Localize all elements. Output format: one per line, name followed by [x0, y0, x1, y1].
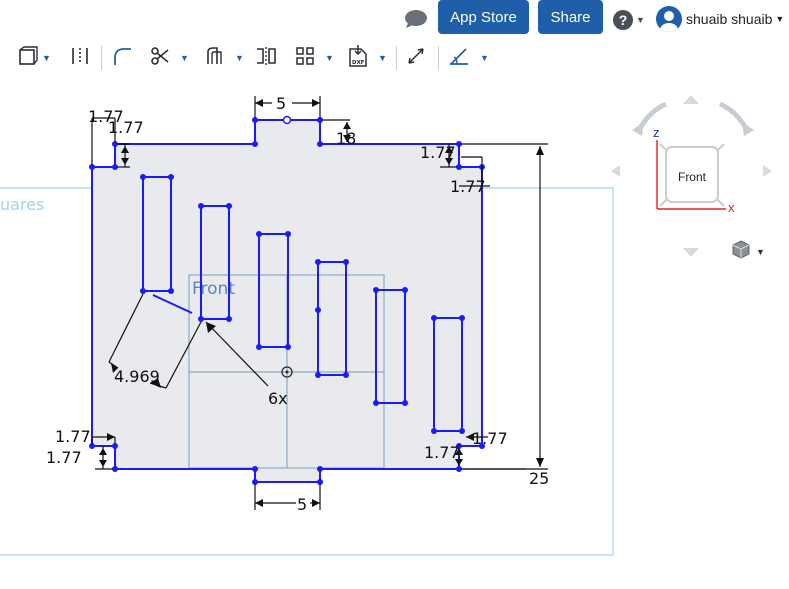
- pattern-tool[interactable]: ▼: [295, 46, 334, 70]
- mirror-tool[interactable]: [255, 46, 277, 70]
- sketch-outline: [91, 119, 483, 483]
- fillet-tool[interactable]: [112, 46, 132, 70]
- chevron-down-icon: ▼: [325, 53, 334, 63]
- chevron-down-icon: ▼: [756, 246, 765, 257]
- dim-right-top-a: 1.77: [420, 143, 456, 162]
- dim-right-top-b: 1.77: [450, 177, 486, 196]
- sketch-profile-fill: [92, 120, 482, 482]
- constraint-icon: [448, 46, 470, 71]
- sketch-plane-icon: [18, 45, 38, 71]
- chevron-down-icon: ▼: [235, 53, 244, 63]
- dim-left-bottom-b: 1.77: [46, 448, 82, 467]
- dxf-import-icon: DXF: [348, 44, 368, 72]
- origin-dot: [285, 370, 289, 374]
- construction-icon: [70, 46, 90, 71]
- svg-text:DXF: DXF: [352, 60, 365, 66]
- vertex-points: [89, 117, 485, 485]
- dim-slot-spacing: 4.969: [114, 367, 160, 386]
- dimension-lines: [91, 96, 548, 510]
- dim-left-top-b: 1.77: [108, 118, 144, 137]
- dim-left-bottom-a: 1.77: [55, 427, 91, 446]
- chevron-down-icon: ▼: [42, 53, 51, 63]
- cube-face-label: Front: [677, 170, 706, 184]
- toolbar-divider: [438, 46, 439, 70]
- slot-1: [142, 176, 172, 292]
- chevron-down-icon: ▼: [180, 53, 189, 63]
- dimension-labels: 5 5 18 1.77 1.77 1.77 1.77 1.77 1.77 1.7…: [46, 94, 549, 514]
- slot-2: [200, 205, 230, 320]
- toolbar-divider: [396, 46, 397, 70]
- dxf-import-tool[interactable]: DXF ▼: [348, 44, 387, 72]
- z-axis-label: z: [653, 125, 660, 140]
- dim-left-top-a: 1.77: [88, 107, 124, 126]
- display-mode-menu[interactable]: ▼: [731, 239, 765, 264]
- squares-plane: [0, 187, 614, 556]
- dim-right-bottom-a: 1.77: [472, 429, 508, 448]
- trim-icon: [150, 46, 170, 71]
- squares-plane-label: uares: [0, 195, 44, 214]
- dim-top-width: 5: [276, 94, 286, 113]
- avatar: [656, 6, 682, 32]
- fillet-icon: [112, 46, 132, 71]
- slot-3: [258, 233, 289, 348]
- construction-tool[interactable]: [70, 46, 90, 70]
- slot-6: [433, 317, 463, 432]
- trim-tool[interactable]: ▼: [150, 46, 189, 70]
- front-plane-label: Front: [192, 279, 235, 299]
- slot-4: [317, 261, 347, 376]
- x-axis-label: x: [728, 200, 735, 215]
- dim-top-notch: 18: [336, 129, 356, 148]
- view-right-arrow[interactable]: [763, 165, 772, 177]
- share-button[interactable]: Share: [538, 0, 603, 34]
- dim-bottom-width: 5: [297, 495, 307, 514]
- slot-5: [375, 289, 406, 404]
- dimension-arrows: [99, 99, 544, 507]
- origin-point: [281, 366, 293, 378]
- front-plane: [188, 274, 385, 469]
- cube-icon: [731, 239, 751, 264]
- cube-face-front[interactable]: [665, 146, 719, 203]
- constraint-tool[interactable]: ▼: [448, 46, 489, 70]
- dim-height: 25: [529, 469, 549, 488]
- app-store-button[interactable]: App Store: [438, 0, 529, 34]
- comments-icon[interactable]: [404, 9, 428, 29]
- help-menu[interactable]: ? ▼: [613, 9, 645, 31]
- user-menu[interactable]: shuaib shuaib ▼: [656, 6, 784, 32]
- slot-group: [142, 176, 463, 432]
- dim-pattern-count: 6x: [268, 389, 288, 408]
- view-cube[interactable]: Front z x: [608, 92, 778, 267]
- dim-right-bottom-b: 1.77: [424, 443, 460, 462]
- chevron-down-icon: ▼: [378, 53, 387, 63]
- offset-icon: [205, 46, 225, 71]
- view-left-arrow[interactable]: [611, 165, 620, 177]
- toolbar-divider: [101, 46, 102, 70]
- chevron-down-icon: ▼: [480, 53, 489, 63]
- pattern-icon: [295, 46, 315, 71]
- dimension-tool[interactable]: [406, 46, 426, 70]
- offset-tool[interactable]: ▼: [205, 46, 244, 70]
- help-caret-icon: ▼: [636, 15, 645, 25]
- view-up-arrow[interactable]: [683, 95, 699, 104]
- dimension-icon: [406, 46, 426, 71]
- view-down-arrow[interactable]: [683, 248, 699, 257]
- top-midpoint: [282, 115, 292, 125]
- user-name: shuaib shuaib: [686, 11, 773, 27]
- mirror-icon: [255, 46, 277, 71]
- sketch-plane-tool[interactable]: ▼: [18, 45, 51, 71]
- slot-spacing-line: [152, 294, 193, 314]
- top-bar: App Store Share ? ▼ shuaib shuaib ▼: [0, 0, 789, 40]
- help-icon: ?: [613, 10, 633, 30]
- user-caret-icon: ▼: [775, 14, 785, 24]
